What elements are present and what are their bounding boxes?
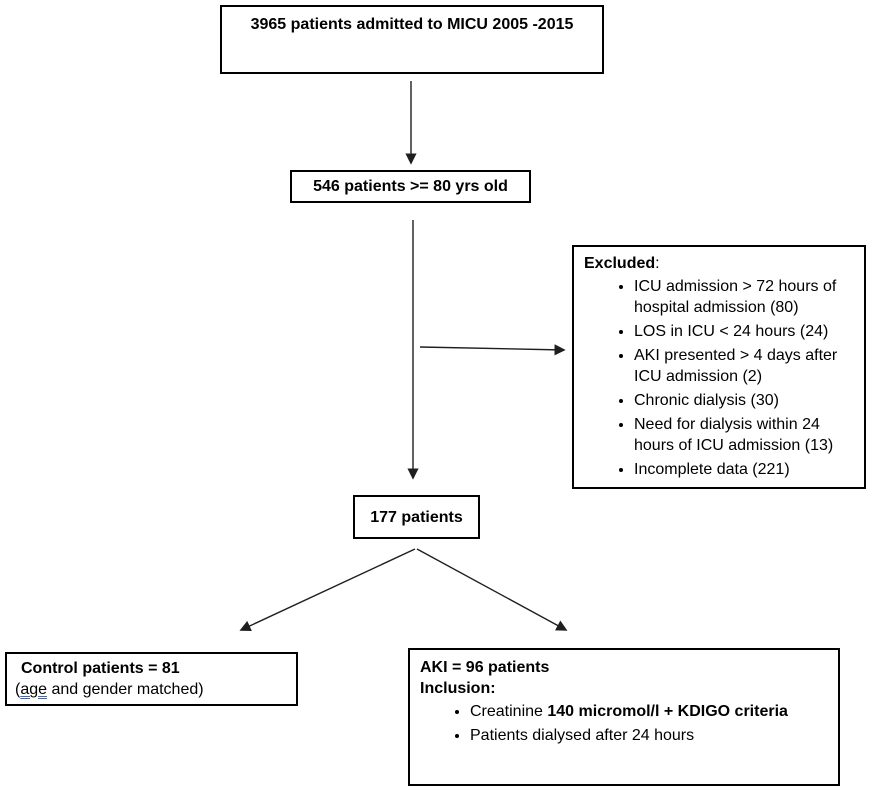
excluded-item: Incomplete data (221): [634, 459, 858, 480]
grammar-underlined-word: age: [20, 681, 48, 698]
control-subtitle: (age and gender matched): [7, 679, 296, 700]
excluded-item: Need for dialysis within 24 hours of ICU…: [634, 414, 858, 456]
aki-list: Creatinine 140 micromol/l + KDIGO criter…: [420, 701, 830, 746]
admitted-text: 3965 patients admitted to MICU 2005 -201…: [250, 16, 574, 33]
aki-item1-bold: 140 micromol/l + KDIGO criteria: [547, 703, 788, 720]
aki-item-creatinine: Creatinine 140 micromol/l + KDIGO criter…: [470, 701, 830, 722]
control-subtitle-rest: and gender matched): [47, 681, 204, 698]
box-age-filter: 546 patients >= 80 yrs old: [290, 170, 531, 203]
arrow-cohort-to-aki: [416, 548, 568, 631]
excluded-heading-word: Excluded: [584, 255, 656, 272]
arrow-cohort-to-control: [239, 548, 416, 632]
aki-item1-prefix: Creatinine: [470, 703, 548, 720]
age-filter-text: 546 patients >= 80 yrs old: [313, 178, 508, 195]
cohort-text: 177 patients: [370, 509, 463, 526]
control-title: Control patients = 81: [21, 660, 180, 677]
box-cohort: 177 patients: [353, 495, 480, 539]
box-aki: AKI = 96 patients Inclusion: Creatinine …: [408, 648, 840, 786]
arrow-branch-to-excluded: [419, 344, 566, 356]
box-control: Control patients = 81 (age and gender ma…: [5, 652, 298, 706]
box-excluded: Excluded: ICU admission > 72 hours of ho…: [572, 245, 866, 489]
excluded-list: ICU admission > 72 hours of hospital adm…: [584, 276, 858, 480]
excluded-item: LOS in ICU < 24 hours (24): [634, 321, 858, 342]
aki-title: AKI = 96 patients: [420, 659, 550, 676]
excluded-item: Chronic dialysis (30): [634, 390, 858, 411]
aki-item-dialysed: Patients dialysed after 24 hours: [470, 725, 830, 746]
excluded-item: AKI presented > 4 days after ICU admissi…: [634, 345, 858, 387]
control-subtitle-open: (: [15, 681, 21, 698]
box-admitted: 3965 patients admitted to MICU 2005 -201…: [220, 5, 604, 74]
aki-inclusion-heading: Inclusion:: [420, 680, 496, 697]
excluded-item: ICU admission > 72 hours of hospital adm…: [634, 276, 858, 318]
excluded-heading: Excluded:: [584, 253, 858, 274]
excluded-heading-colon: :: [655, 255, 660, 272]
